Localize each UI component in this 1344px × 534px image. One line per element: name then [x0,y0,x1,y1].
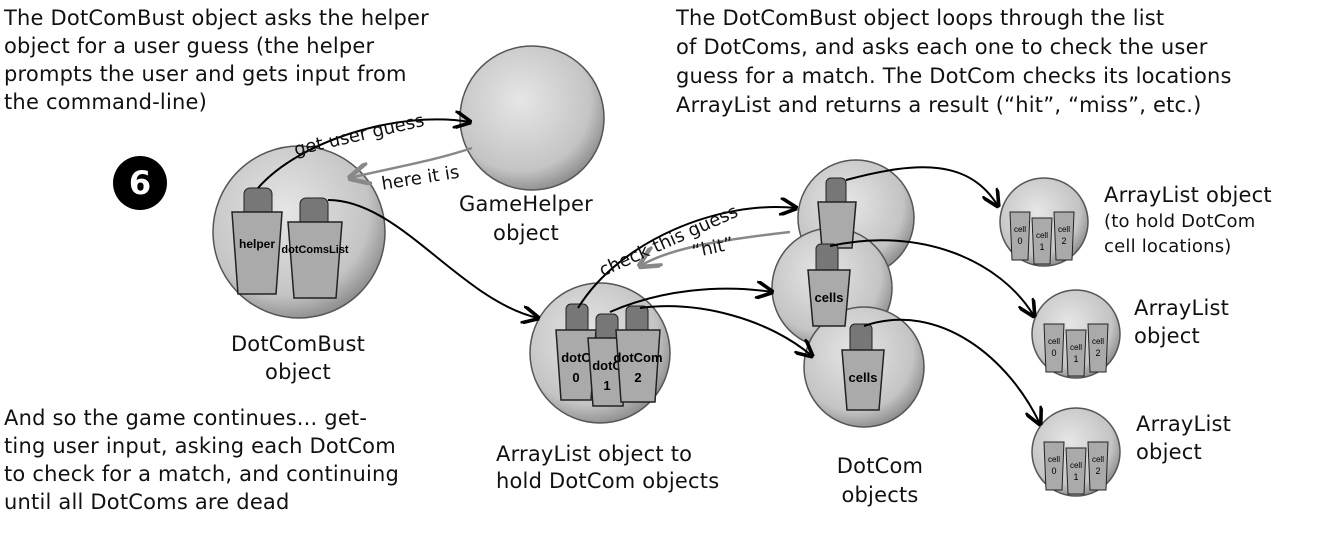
svg-text:2: 2 [634,370,641,385]
svg-text:2: 2 [1095,348,1100,358]
dotcom-to-cells3-arrow [863,318,1040,424]
cell-cups-1: cell 0 cell 1 cell 2 [1009,211,1075,265]
continue-note-line-2: ting user input, asking each DotCom [4,434,396,458]
svg-text:cell: cell [1048,337,1060,346]
dotcombust-label-line-1: DotComBust [230,332,366,356]
dotcom-cup-3: cells [841,323,885,411]
helper-cup: helper [231,187,283,295]
svg-text:1: 1 [603,378,610,393]
svg-text:cell: cell [1092,455,1104,464]
svg-text:dotComsList: dotComsList [281,244,349,256]
helper-to-arraylist-arrow [327,199,538,318]
svg-text:cell: cell [1014,225,1026,234]
arraylist-top-label-line-2: (to hold DotCom [1104,211,1256,232]
svg-text:0: 0 [572,370,579,385]
dotcom-cup-1 [817,177,857,249]
dotcom-objects-label-line-1: DotCom [836,454,924,478]
dotcom-objects-label-line-2: objects [841,483,919,507]
continue-note-line-4: until all DotComs are dead [4,490,290,514]
dotcom-cup-2: cells [807,243,851,327]
dotcombust-label-line-2: object [265,360,331,384]
dotcom-to-cells1-arrow [845,166,998,206]
svg-text:helper: helper [239,237,275,251]
arraylist-top-label-line-3: cell locations) [1104,236,1232,257]
svg-text:2: 2 [1061,236,1066,246]
svg-text:dotC: dotC [561,350,591,365]
loop-note-line-1: The DotComBust object loops through the … [676,6,1165,30]
helper-note-line-2: object for a user guess (the helper [4,34,375,58]
arraylist-dotcoms-label-line-1: ArrayList object to [496,442,693,466]
loop-note-line-4: ArrayList and returns a result (“hit”, “… [676,93,1202,117]
svg-text:0: 0 [1051,466,1056,476]
svg-text:1: 1 [1039,242,1044,252]
dotcom2-to-dotcom3-arrow [639,305,812,356]
dotcom1-to-dotcom2-arrow [609,289,772,313]
check-guess-arrow [577,207,796,309]
dotcom0-cup: dotC 0 [555,303,597,401]
svg-text:1: 1 [1073,472,1078,482]
continue-note-line-1: And so the game continues... get- [4,406,368,430]
svg-text:0: 0 [1051,348,1056,358]
helper-note-line-4: the command-line) [4,90,208,114]
svg-text:cells: cells [849,370,878,385]
helper-note-line-3: prompts the user and gets input from [4,62,407,86]
svg-text:cells: cells [815,290,844,305]
arraylist-mid-label-line-1: ArrayList [1134,296,1230,320]
arraylist-top-label-line-1: ArrayList object [1104,183,1272,207]
get-user-guess-arrow [257,119,470,189]
arraylist-bot-label-line-2: object [1136,440,1202,464]
arraylist-dotcoms-label-line-2: hold DotCom objects [496,469,720,493]
svg-text:cell: cell [1048,455,1060,464]
arraylist-bot-label-line-1: ArrayList [1136,412,1232,436]
loop-note-line-2: of DotComs, and asks each one to check t… [676,35,1208,59]
hit-arrow [640,230,791,266]
loop-note-line-3: guess for a match. The DotCom checks its… [676,64,1232,88]
arraylist-mid-label-line-2: object [1134,324,1200,348]
cell-cups-2: cell 0 cell 1 cell 2 [1043,323,1109,377]
svg-text:cell: cell [1092,337,1104,346]
here-it-is-arrow [350,146,473,178]
svg-text:dotCom: dotCom [613,350,662,365]
game-helper-bubble [459,45,605,191]
svg-text:dotC: dotC [592,358,622,373]
svg-text:cell: cell [1036,231,1048,240]
dotcomslist-cup: dotComsList [281,197,349,299]
svg-text:1: 1 [1073,354,1078,364]
svg-text:cell: cell [1070,343,1082,352]
cell-cups-3: cell 0 cell 1 cell 2 [1043,441,1109,495]
helper-note-line-1: The DotComBust object asks the helper [4,6,429,30]
svg-text:0: 0 [1017,236,1022,246]
svg-text:cell: cell [1070,461,1082,470]
game-helper-label-line-1: GameHelper [459,192,593,216]
step-badge: 6 [113,156,167,210]
game-helper-label-line-2: object [493,221,559,245]
dotcom2-cup: dotCom 2 [613,305,663,403]
svg-text:2: 2 [1095,466,1100,476]
svg-text:cell: cell [1058,225,1070,234]
continue-note-line-3: to check for a match, and continuing [4,462,400,486]
dotcom-to-cells2-arrow [829,239,1034,316]
